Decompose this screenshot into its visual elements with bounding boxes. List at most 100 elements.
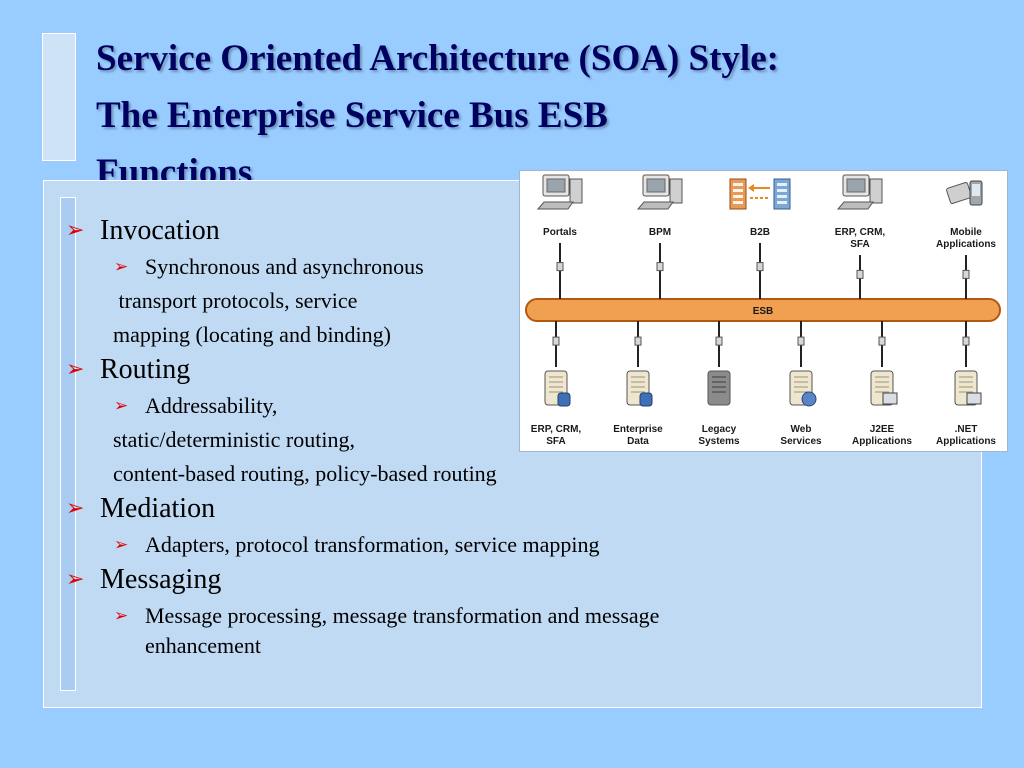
continuation-text: transport protocols, service xyxy=(113,288,358,313)
node-label-line: BPM xyxy=(649,227,671,238)
b2b-arrowhead xyxy=(748,184,754,192)
title-accent-bar xyxy=(42,33,76,161)
bullet-messaging: ➢ Messaging xyxy=(66,562,826,598)
title-line: The Enterprise Service Bus ESB xyxy=(96,95,608,136)
computer-icon xyxy=(536,174,583,210)
esb-bus xyxy=(525,298,1001,322)
connector-plug xyxy=(556,262,564,272)
globe-badge xyxy=(801,391,817,407)
node-label-line: Systems xyxy=(698,436,740,447)
node-label-line: SFA xyxy=(850,239,869,250)
sub-bullet-text: Synchronous and asynchronous xyxy=(145,254,424,279)
bullet-label: Routing xyxy=(100,354,191,385)
bullet-routing: ➢ Routing xyxy=(66,352,826,388)
node-label-line: Portals xyxy=(543,227,577,238)
app-badge xyxy=(882,392,898,405)
server-database-icon xyxy=(544,370,571,407)
node-label-line: ERP, CRM, xyxy=(531,424,582,435)
sub-bullet: ➢ Adapters, protocol transformation, ser… xyxy=(66,528,826,562)
sub-bullet-text: Adapters, protocol transformation, servi… xyxy=(145,532,600,557)
node-label-line: B2B xyxy=(750,227,770,238)
node-label-line: ERP, CRM, xyxy=(835,227,886,238)
bullet-invocation: ➢ Invocation xyxy=(66,213,826,249)
arrow-bullet-icon: ➢ xyxy=(66,218,85,243)
node-label-line: Legacy xyxy=(702,424,737,435)
computer-icon xyxy=(636,174,683,210)
continuation-text: enhancement xyxy=(145,633,262,658)
continuation-text: static/deterministic routing, xyxy=(113,427,355,452)
laptop xyxy=(946,182,972,204)
tower xyxy=(669,178,683,204)
tower xyxy=(569,178,583,204)
connector-plug xyxy=(656,262,664,272)
arrow-bullet-icon: ➢ xyxy=(114,396,129,416)
node-label-line: Data xyxy=(627,436,649,447)
title-line: Service Oriented Architecture (SOA) Styl… xyxy=(96,38,779,79)
monitor-screen xyxy=(646,178,666,193)
mobile-devices-icon xyxy=(946,180,983,206)
connector-plug xyxy=(552,336,560,346)
sub-bullet: ➢ Addressability, xyxy=(66,389,826,423)
connector-plug xyxy=(856,269,864,279)
node-label-line: Applications xyxy=(936,239,996,250)
buildings-icon xyxy=(729,178,791,210)
sub-bullet: ➢ Message processing, message transforma… xyxy=(66,599,826,633)
node-label-line: .NET xyxy=(955,424,978,435)
connector-plug xyxy=(715,336,723,346)
node-label-line: Applications xyxy=(852,436,912,447)
node-label-line: J2EE xyxy=(870,424,895,435)
bullet-list: ➢ Invocation ➢ Synchronous and asynchron… xyxy=(66,213,826,659)
sub-bullet-text: Message processing, message transformati… xyxy=(145,603,660,628)
building-window xyxy=(777,189,787,192)
building-window xyxy=(733,195,743,198)
server-globe-icon xyxy=(789,370,817,407)
connector-plug xyxy=(634,336,642,346)
connector-plug xyxy=(962,336,970,346)
arrow-bullet-icon: ➢ xyxy=(114,257,129,277)
mainframe-icon xyxy=(707,370,731,406)
keyboard xyxy=(836,201,874,210)
arrow-bullet-icon: ➢ xyxy=(66,567,85,592)
phone-screen xyxy=(972,184,980,196)
connector-plug xyxy=(797,336,805,346)
top-node-label: ERP, CRM,SFA xyxy=(835,227,886,250)
server-case xyxy=(707,370,731,406)
node-label-line: Services xyxy=(780,436,822,447)
sub-bullet: ➢ Synchronous and asynchronous xyxy=(66,250,826,284)
server-app-icon xyxy=(870,370,898,406)
top-node-label: BPM xyxy=(649,227,671,238)
connector-plug xyxy=(878,336,886,346)
monitor-screen xyxy=(546,178,566,193)
top-node-label: B2B xyxy=(750,227,770,238)
building-window xyxy=(733,201,743,204)
database-badge xyxy=(557,392,571,407)
bullet-label: Mediation xyxy=(100,493,216,524)
node-label-line: SFA xyxy=(546,436,565,447)
building-window xyxy=(777,201,787,204)
panel-accent-bar xyxy=(60,197,76,691)
building-window xyxy=(777,183,787,186)
building-window xyxy=(777,195,787,198)
continuation-text: mapping (locating and binding) xyxy=(113,322,391,347)
bullet-mediation: ➢ Mediation xyxy=(66,491,826,527)
app-badge xyxy=(966,392,982,405)
arrow-bullet-icon: ➢ xyxy=(66,496,85,521)
server-database-icon xyxy=(626,370,653,407)
slide-title: Service Oriented Architecture (SOA) Styl… xyxy=(96,30,996,201)
keyboard xyxy=(636,201,674,210)
node-label-line: Mobile xyxy=(950,227,982,238)
tower xyxy=(869,178,883,204)
arrow-bullet-icon: ➢ xyxy=(114,535,129,555)
building-window xyxy=(733,183,743,186)
bullet-label: Invocation xyxy=(100,215,220,246)
sub-bullet-text: Addressability, xyxy=(145,393,278,418)
node-label-line: Enterprise xyxy=(613,424,663,435)
